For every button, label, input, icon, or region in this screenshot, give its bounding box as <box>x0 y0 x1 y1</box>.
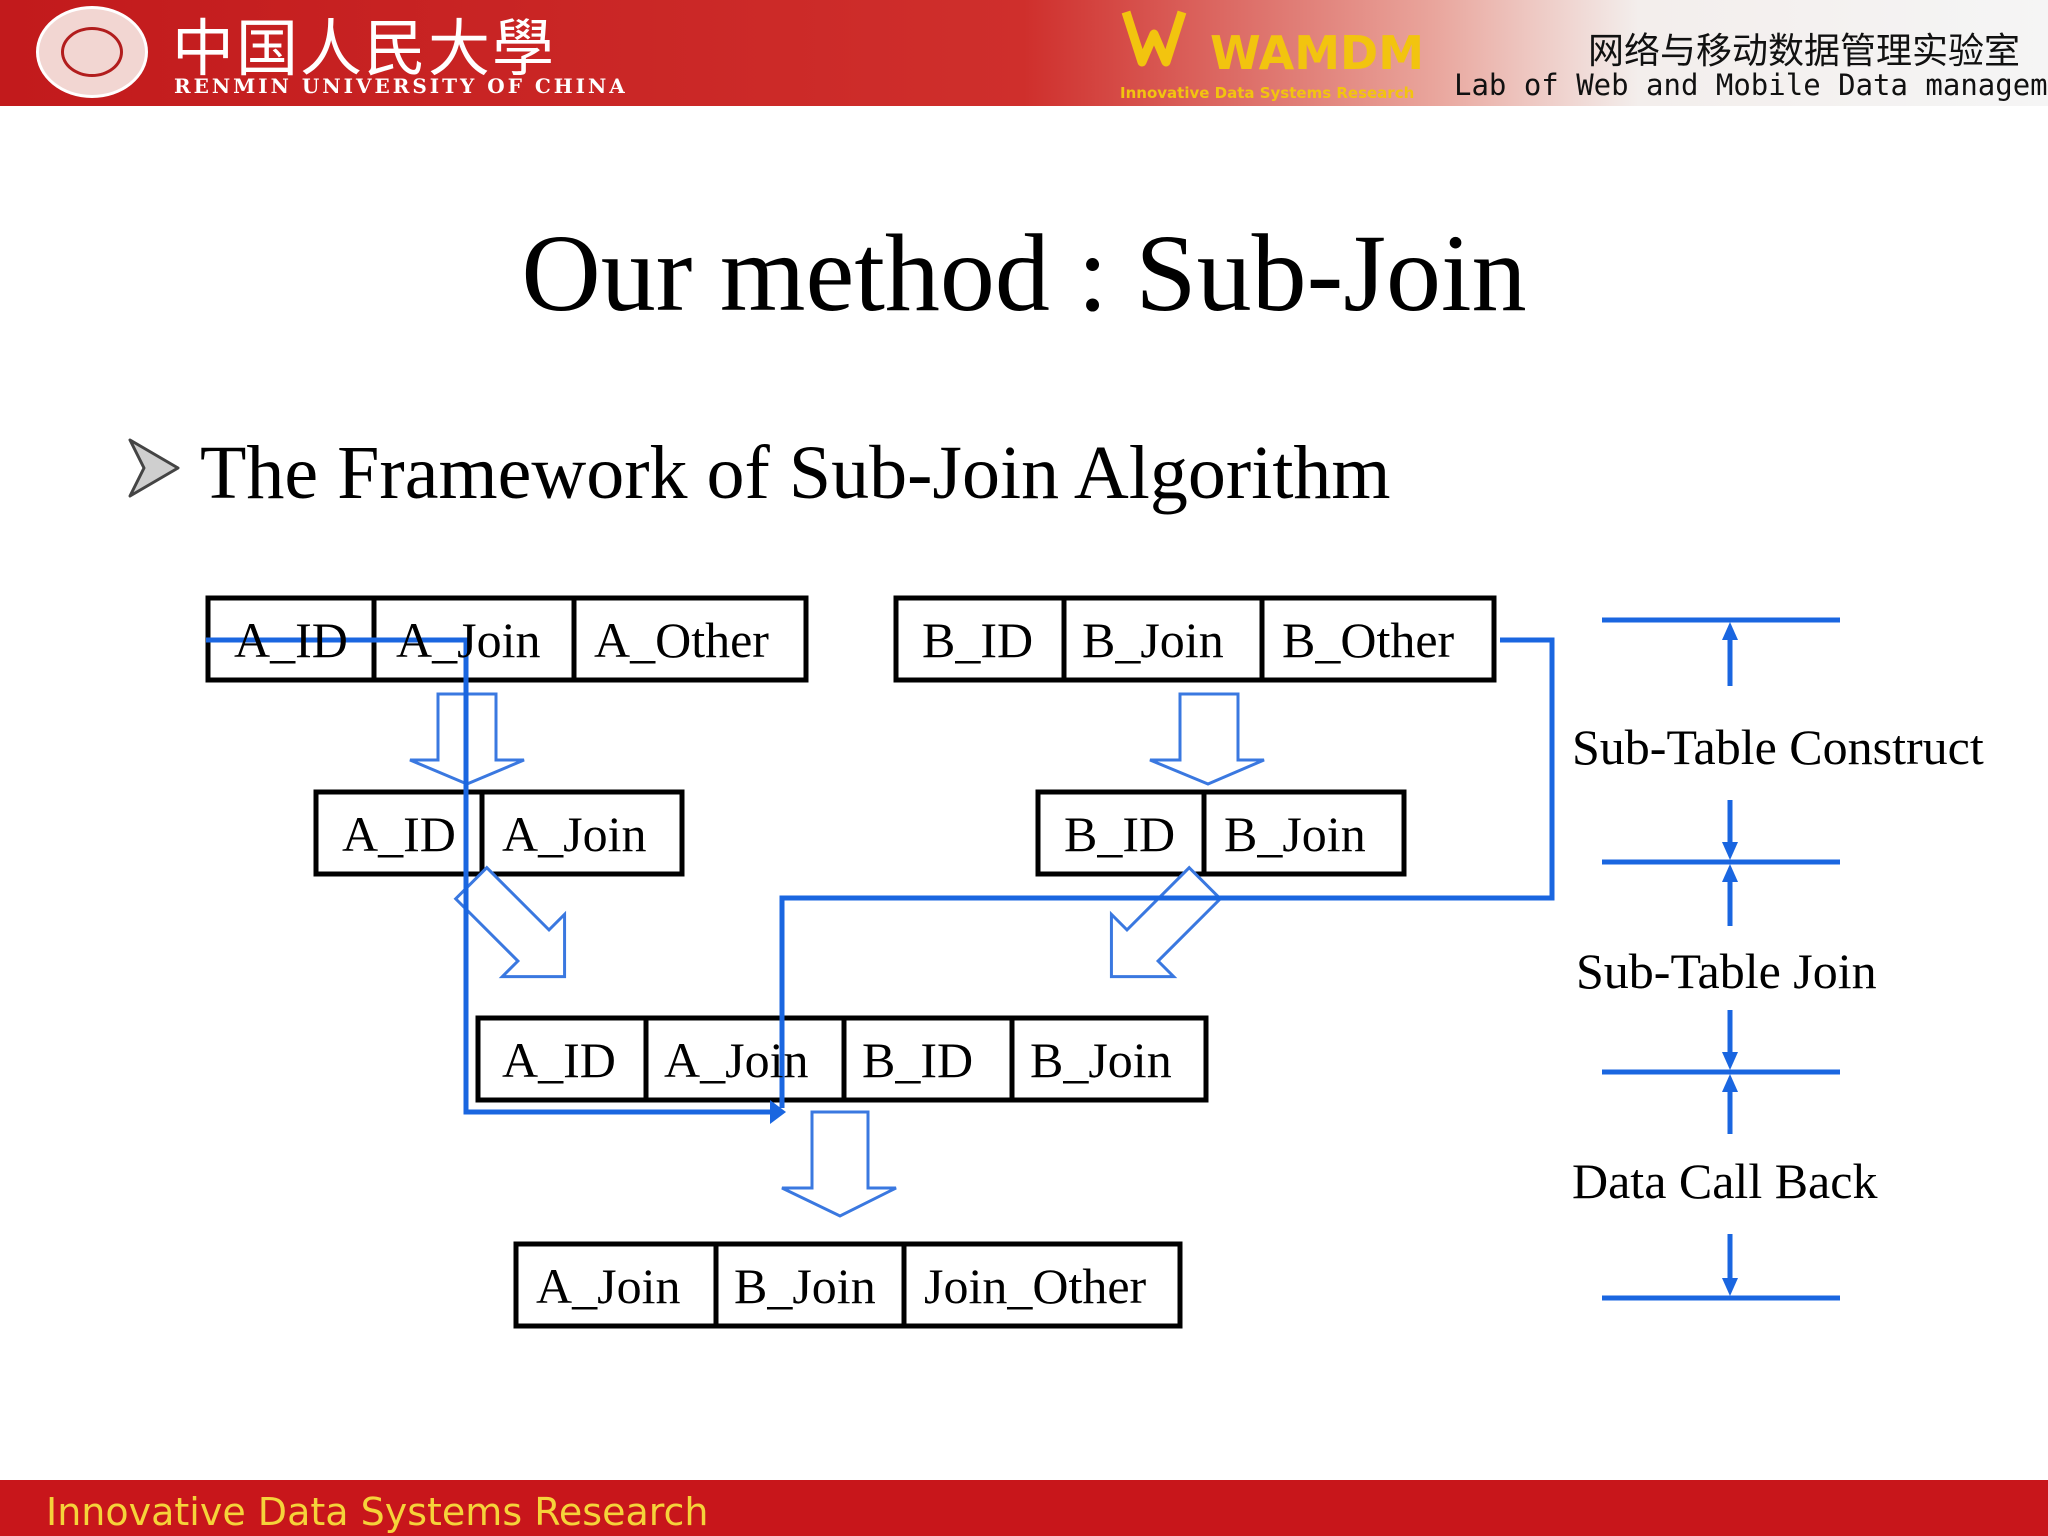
wamdm-logo-icon <box>1121 10 1187 67</box>
sub-table-a-cell: A_Join <box>502 806 646 862</box>
result-table-cell: B_Join <box>734 1258 876 1314</box>
joined-table-cell: B_Join <box>1030 1032 1172 1088</box>
seal-emblem <box>61 27 123 77</box>
result-table-cell: Join_Other <box>924 1258 1147 1314</box>
university-seal-icon <box>36 6 148 98</box>
phase-arrowhead-down <box>1722 1052 1738 1070</box>
hollow-diagonal-arrow <box>453 865 567 979</box>
footer-text: Innovative Data Systems Research <box>46 1490 709 1534</box>
table-a-cell: A_Other <box>594 612 769 668</box>
university-name-cn: 中国人民大學 <box>172 12 557 85</box>
result-table-cell: A_Join <box>536 1258 680 1314</box>
sub-table-b-box <box>1035 789 1407 877</box>
hollow-down-arrow <box>1149 692 1265 786</box>
bullet-arrow-icon <box>128 438 180 498</box>
call-back-path-a <box>206 637 780 1115</box>
sub-table-b-cell: B_Join <box>1224 806 1366 862</box>
lab-logo-subtitle: Innovative Data Systems Research <box>1120 84 1415 102</box>
phase-label: Sub-Table Construct <box>1572 719 1984 775</box>
footer-bar: Innovative Data Systems Research <box>0 1480 2048 1536</box>
phase-arrowhead-down <box>1722 1278 1738 1296</box>
table-b-box <box>893 595 1497 683</box>
joined-table-cell: A_ID <box>502 1032 616 1088</box>
table-b-cell: B_Join <box>1082 612 1224 668</box>
sub-table-a-box <box>313 789 685 877</box>
joined-table-cell: B_ID <box>862 1032 973 1088</box>
phase-arrowhead-down <box>1722 842 1738 860</box>
phase-arrowhead-up <box>1722 864 1738 882</box>
bullet-text: The Framework of Sub-Join Algorithm <box>200 431 1391 515</box>
slide-title: Our method : Sub-Join <box>521 212 1527 334</box>
phase-label: Sub-Table Join <box>1576 943 1877 999</box>
result-table-box <box>513 1241 1183 1329</box>
header-banner: 中国人民大學 RENMIN UNIVERSITY OF CHINA WAMDM … <box>0 0 2048 106</box>
hollow-down-arrow <box>781 1110 897 1218</box>
path-arrowhead <box>770 1100 786 1124</box>
lab-name-en: Lab of Web and Mobile Data management <box>1454 68 2048 102</box>
phase-label: Data Call Back <box>1572 1153 1877 1209</box>
sub-table-b-cell: B_ID <box>1064 806 1175 862</box>
hollow-diagonal-arrow <box>1109 865 1223 979</box>
sub-table-a-cell: A_ID <box>342 806 456 862</box>
table-b-cell: B_ID <box>922 612 1033 668</box>
lab-name-cn: 网络与移动数据管理实验室 <box>1588 31 2021 72</box>
joined-table-cell: A_Join <box>664 1032 808 1088</box>
phase-arrowhead-up <box>1722 1074 1738 1092</box>
phase-arrowhead-up <box>1722 622 1738 640</box>
table-a-cell: A_ID <box>234 612 348 668</box>
table-b-cell: B_Other <box>1282 612 1455 668</box>
university-name-en: RENMIN UNIVERSITY OF CHINA <box>174 74 628 98</box>
call-back-path-b <box>779 637 1555 1108</box>
table-a-cell: A_Join <box>396 612 540 668</box>
lab-logo-text: WAMDM <box>1210 26 1425 80</box>
